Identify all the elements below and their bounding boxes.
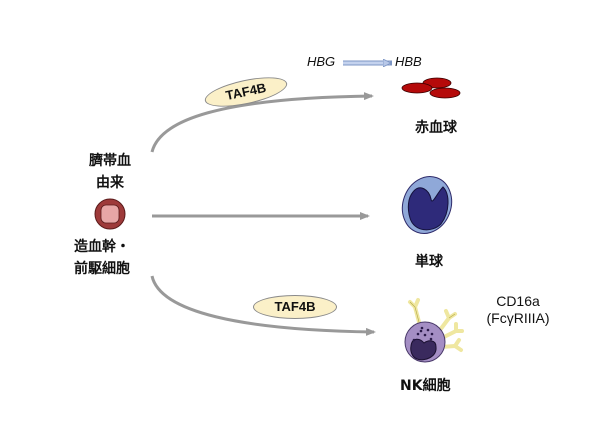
nk-marker-line1: CD16a	[496, 293, 540, 309]
gene-hbb-label: HBB	[395, 54, 422, 69]
stem-cell-line1: 造血幹・	[74, 239, 130, 255]
source-origin-line1: 臍帯血	[89, 153, 131, 169]
stem-cell-line2: 前駆細胞	[74, 261, 130, 277]
arrow-to-erythrocyte	[150, 92, 374, 153]
stem-cell-label: 造血幹・ 前駆細胞	[74, 236, 150, 280]
monocyte-icon	[401, 176, 453, 234]
stem-cell-icon	[94, 198, 126, 230]
erythrocyte-label: 赤血球	[415, 120, 457, 136]
nk-cell-label: NK細胞	[400, 378, 451, 394]
regulator-badge-nk-cell: TAF4B	[253, 295, 337, 319]
source-origin-line2: 由来	[96, 175, 124, 191]
nk-marker-label: CD16a (FcγRIIIA)	[478, 293, 558, 327]
source-origin-label: 臍帯血 由来	[80, 150, 140, 194]
arrow-to-nk-cell	[150, 275, 376, 336]
red-blood-cells-icon	[401, 77, 461, 99]
monocyte-label: 単球	[415, 254, 443, 270]
gene-hbg-label: HBG	[307, 54, 336, 69]
nk-cell-icon	[404, 298, 464, 363]
nk-marker-line2: (FcγRIIIA)	[486, 310, 550, 326]
